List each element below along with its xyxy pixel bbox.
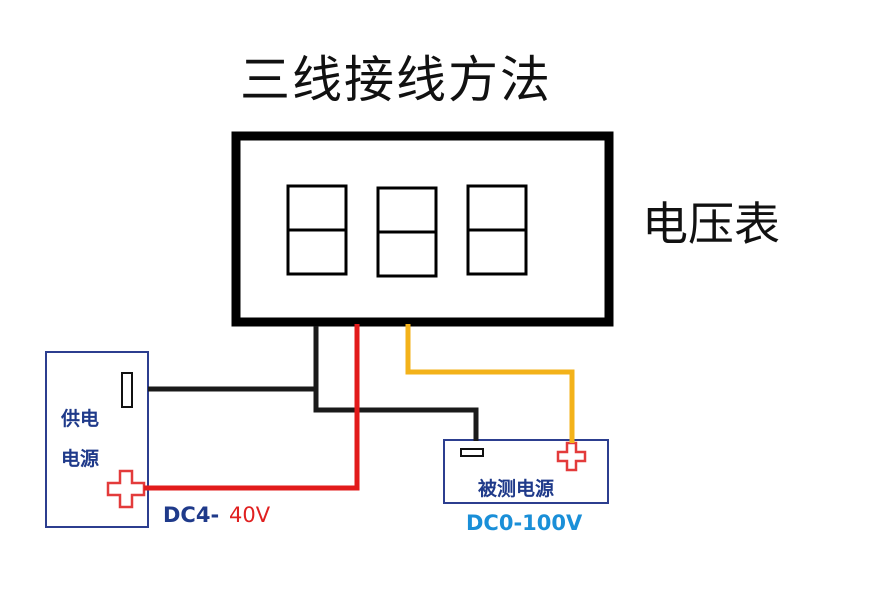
digit-1 [286,184,348,276]
diagram-title: 三线接线方法 [240,51,552,109]
measured-plus-icon [556,441,587,472]
yellow-wire [405,324,575,443]
voltmeter-label: 电压表 [642,197,780,251]
power-minus-terminal [121,372,133,408]
black-wire [148,326,319,392]
red-wire [144,324,360,491]
power-plus-icon [106,469,146,509]
power-supply-label-line2: 电源 [61,448,100,470]
power-range-value: 40V [229,503,271,527]
black-wire-branch [313,389,479,441]
digit-3 [466,184,528,276]
measured-source-label: 被测电源 [478,478,555,500]
measured-minus-terminal [460,448,484,457]
measured-range-label: DC0-100V [466,511,583,535]
digit-2 [376,186,438,278]
power-supply-label-line1: 供电 [61,408,100,430]
power-range-prefix: DC4- [163,503,220,527]
